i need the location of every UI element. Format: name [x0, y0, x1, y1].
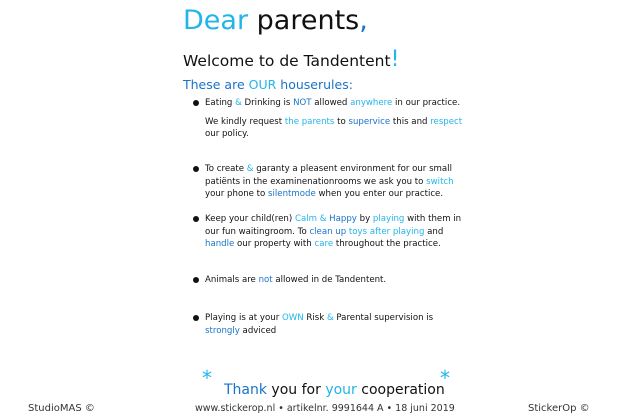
- star-icon: *: [202, 366, 212, 390]
- text-segment: silentmode: [268, 189, 316, 200]
- text-segment: Playing is at your: [205, 313, 282, 323]
- rules-heading: These are OUR houserules:: [183, 77, 353, 93]
- rule-item-eating: Eating & Drinking is NOT allowed anywher…: [193, 97, 468, 141]
- text-segment: Happy: [329, 214, 357, 224]
- text-segment: your phone to: [205, 189, 269, 200]
- bullet-icon: [193, 166, 199, 172]
- text-segment: adviced: [239, 325, 277, 336]
- text-segment: playing: [372, 214, 405, 224]
- footer-credit-left: StudioMAS ©: [28, 403, 95, 414]
- footer-article-info: www.stickerop.nl • artikelnr. 9991644 A …: [195, 403, 455, 414]
- text-segment: houserules:: [276, 77, 353, 92]
- text-segment: Eating: [205, 98, 236, 108]
- rule-item-playing: Playing is at your OWN Risk & Parental s…: [193, 312, 468, 337]
- text-segment: your: [325, 382, 357, 398]
- rule-item-animals: Animals are not allowed in de Tandentent…: [193, 274, 468, 287]
- rule-text: Eating & Drinking is NOT allowed anywher…: [205, 97, 468, 110]
- bullet-icon: [193, 315, 199, 321]
- text-segment: in our practice.: [392, 98, 461, 108]
- text-segment: care: [314, 239, 334, 250]
- text-segment: not: [258, 275, 273, 285]
- text-segment: when you enter our practice.: [315, 189, 444, 200]
- text-segment: after playing: [369, 226, 425, 237]
- rule-text: Animals are not allowed in de Tandentent…: [205, 274, 468, 287]
- text-segment: with them in our fun waitingroom. To: [205, 214, 462, 237]
- title-comma: ,: [359, 5, 368, 36]
- text-segment: Keep your child(ren): [205, 214, 295, 224]
- text-segment: NOT: [293, 98, 312, 108]
- text-segment: handle: [205, 239, 235, 250]
- rule-subtext: We kindly request the parents to supervi…: [205, 116, 468, 141]
- welcome-text: Welcome to de Tandentent: [183, 52, 391, 70]
- text-segment: OUR: [248, 77, 277, 92]
- text-segment: supervice: [348, 116, 391, 127]
- text-segment: To create: [205, 164, 247, 174]
- rule-text: To create & garanty a pleasent environme…: [205, 163, 468, 201]
- text-segment: &: [246, 164, 254, 174]
- text-segment: switch: [426, 176, 454, 187]
- rule-text: Playing is at your OWN Risk & Parental s…: [205, 312, 468, 337]
- text-segment: &: [316, 214, 330, 224]
- text-segment: by: [356, 214, 373, 224]
- text-segment: OWN: [281, 313, 304, 323]
- footer-credit-right: StickerOp ©: [528, 403, 590, 414]
- rule-text: Keep your child(ren) Calm & Happy by pla…: [205, 213, 468, 251]
- text-segment: our property with: [234, 239, 315, 250]
- title-dear: Dear: [183, 5, 249, 36]
- text-segment: Calm: [294, 214, 317, 224]
- text-segment: anywhere: [350, 98, 393, 108]
- text-segment: toys: [348, 226, 368, 237]
- star-icon: *: [440, 366, 450, 390]
- bullet-icon: [193, 277, 199, 283]
- welcome-exclamation: !: [390, 47, 400, 72]
- welcome-heading: Welcome to de Tandentent!: [183, 49, 399, 72]
- text-segment: and: [424, 226, 444, 237]
- text-segment: allowed in de Tandentent.: [272, 275, 387, 285]
- text-segment: We kindly request: [205, 116, 285, 127]
- bullet-icon: [193, 100, 199, 106]
- text-segment: Parental supervision is: [333, 313, 434, 323]
- text-segment: cooperation: [356, 382, 445, 398]
- text-segment: respect: [430, 116, 463, 127]
- text-segment: the parents: [284, 116, 335, 127]
- text-segment: Risk: [303, 313, 327, 323]
- text-segment: this and: [390, 116, 431, 127]
- text-segment: &: [235, 98, 242, 108]
- page-title: Dear parents,: [183, 6, 368, 36]
- text-segment: allowed: [311, 98, 351, 108]
- text-segment: Animals are: [205, 275, 259, 285]
- text-segment: strongly: [205, 325, 240, 336]
- text-segment: garanty a pleasent environment for our s…: [205, 164, 452, 187]
- title-parents: parents: [256, 5, 360, 36]
- text-segment: Thank: [224, 382, 267, 398]
- text-segment: Drinking is: [241, 98, 294, 108]
- rule-item-phone: To create & garanty a pleasent environme…: [193, 163, 468, 201]
- text-segment: to: [334, 116, 349, 127]
- text-segment: our policy.: [205, 129, 249, 140]
- text-segment: These are: [183, 77, 249, 92]
- text-segment: you for: [266, 382, 326, 398]
- bullet-icon: [193, 216, 199, 222]
- text-segment: throughout the practice.: [333, 239, 441, 250]
- text-segment: clean up: [309, 226, 347, 237]
- rule-item-children: Keep your child(ren) Calm & Happy by pla…: [193, 213, 468, 251]
- text-segment: &: [326, 313, 334, 323]
- thank-you-text: Thank you for your cooperation: [224, 380, 445, 400]
